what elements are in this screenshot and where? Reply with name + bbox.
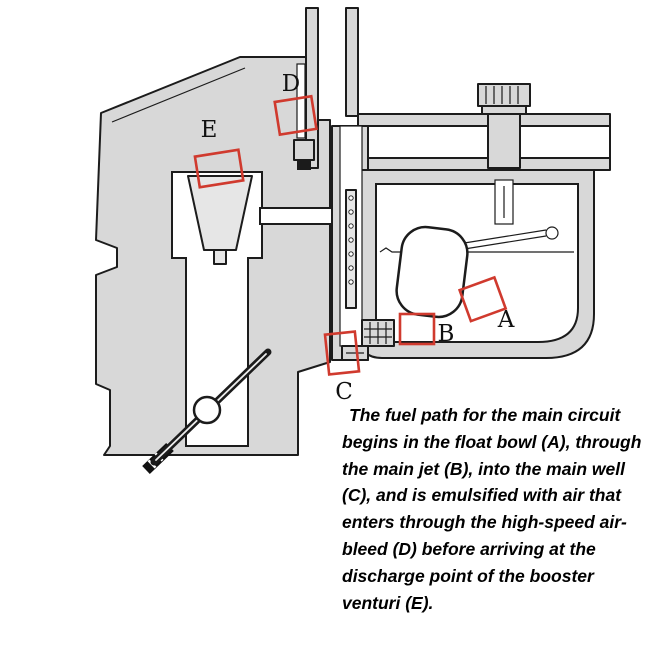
float-arm-top — [457, 229, 547, 245]
throttle-ball — [192, 395, 222, 425]
emulsion-tube — [345, 189, 357, 309]
air-bleed-fitting — [293, 139, 315, 161]
label-c: C — [335, 379, 353, 405]
label-a: A — [497, 307, 515, 333]
booster-venturi — [187, 175, 253, 251]
label-d: D — [282, 71, 300, 97]
float-pivot — [545, 226, 559, 240]
marker-box-d — [273, 94, 318, 137]
annotation-letters: D E A B C — [201, 71, 515, 405]
main-well-assembly — [339, 125, 395, 361]
float-arm-bottom — [457, 235, 547, 251]
label-e: E — [201, 117, 218, 143]
float-bowl-internals — [379, 179, 574, 319]
marker-box-c — [323, 330, 361, 376]
marker-box-b — [398, 312, 436, 346]
figure-caption: The fuel path for the main circuit begin… — [342, 405, 642, 613]
fuel-inlet-bolt — [477, 83, 531, 169]
well-plug — [341, 345, 369, 361]
air-horn-inner-wall — [111, 67, 246, 123]
throttle-shaft — [142, 348, 272, 474]
fuel-level-line — [379, 247, 574, 253]
marker-box-a — [457, 275, 508, 323]
float — [395, 225, 469, 319]
air-bleed-nozzle — [297, 160, 311, 170]
emulsion-holes — [348, 195, 354, 285]
marker-box-e — [193, 148, 245, 189]
label-b: B — [438, 321, 455, 347]
inlet-passage-bottom-wall — [357, 157, 611, 171]
barrel-wall-right — [345, 7, 359, 117]
main-jet — [361, 319, 395, 347]
booster-discharge-tip — [213, 249, 227, 265]
inlet-passage-top-wall — [357, 113, 611, 127]
discharge-passage — [259, 207, 343, 225]
annotation-markers — [193, 94, 508, 376]
